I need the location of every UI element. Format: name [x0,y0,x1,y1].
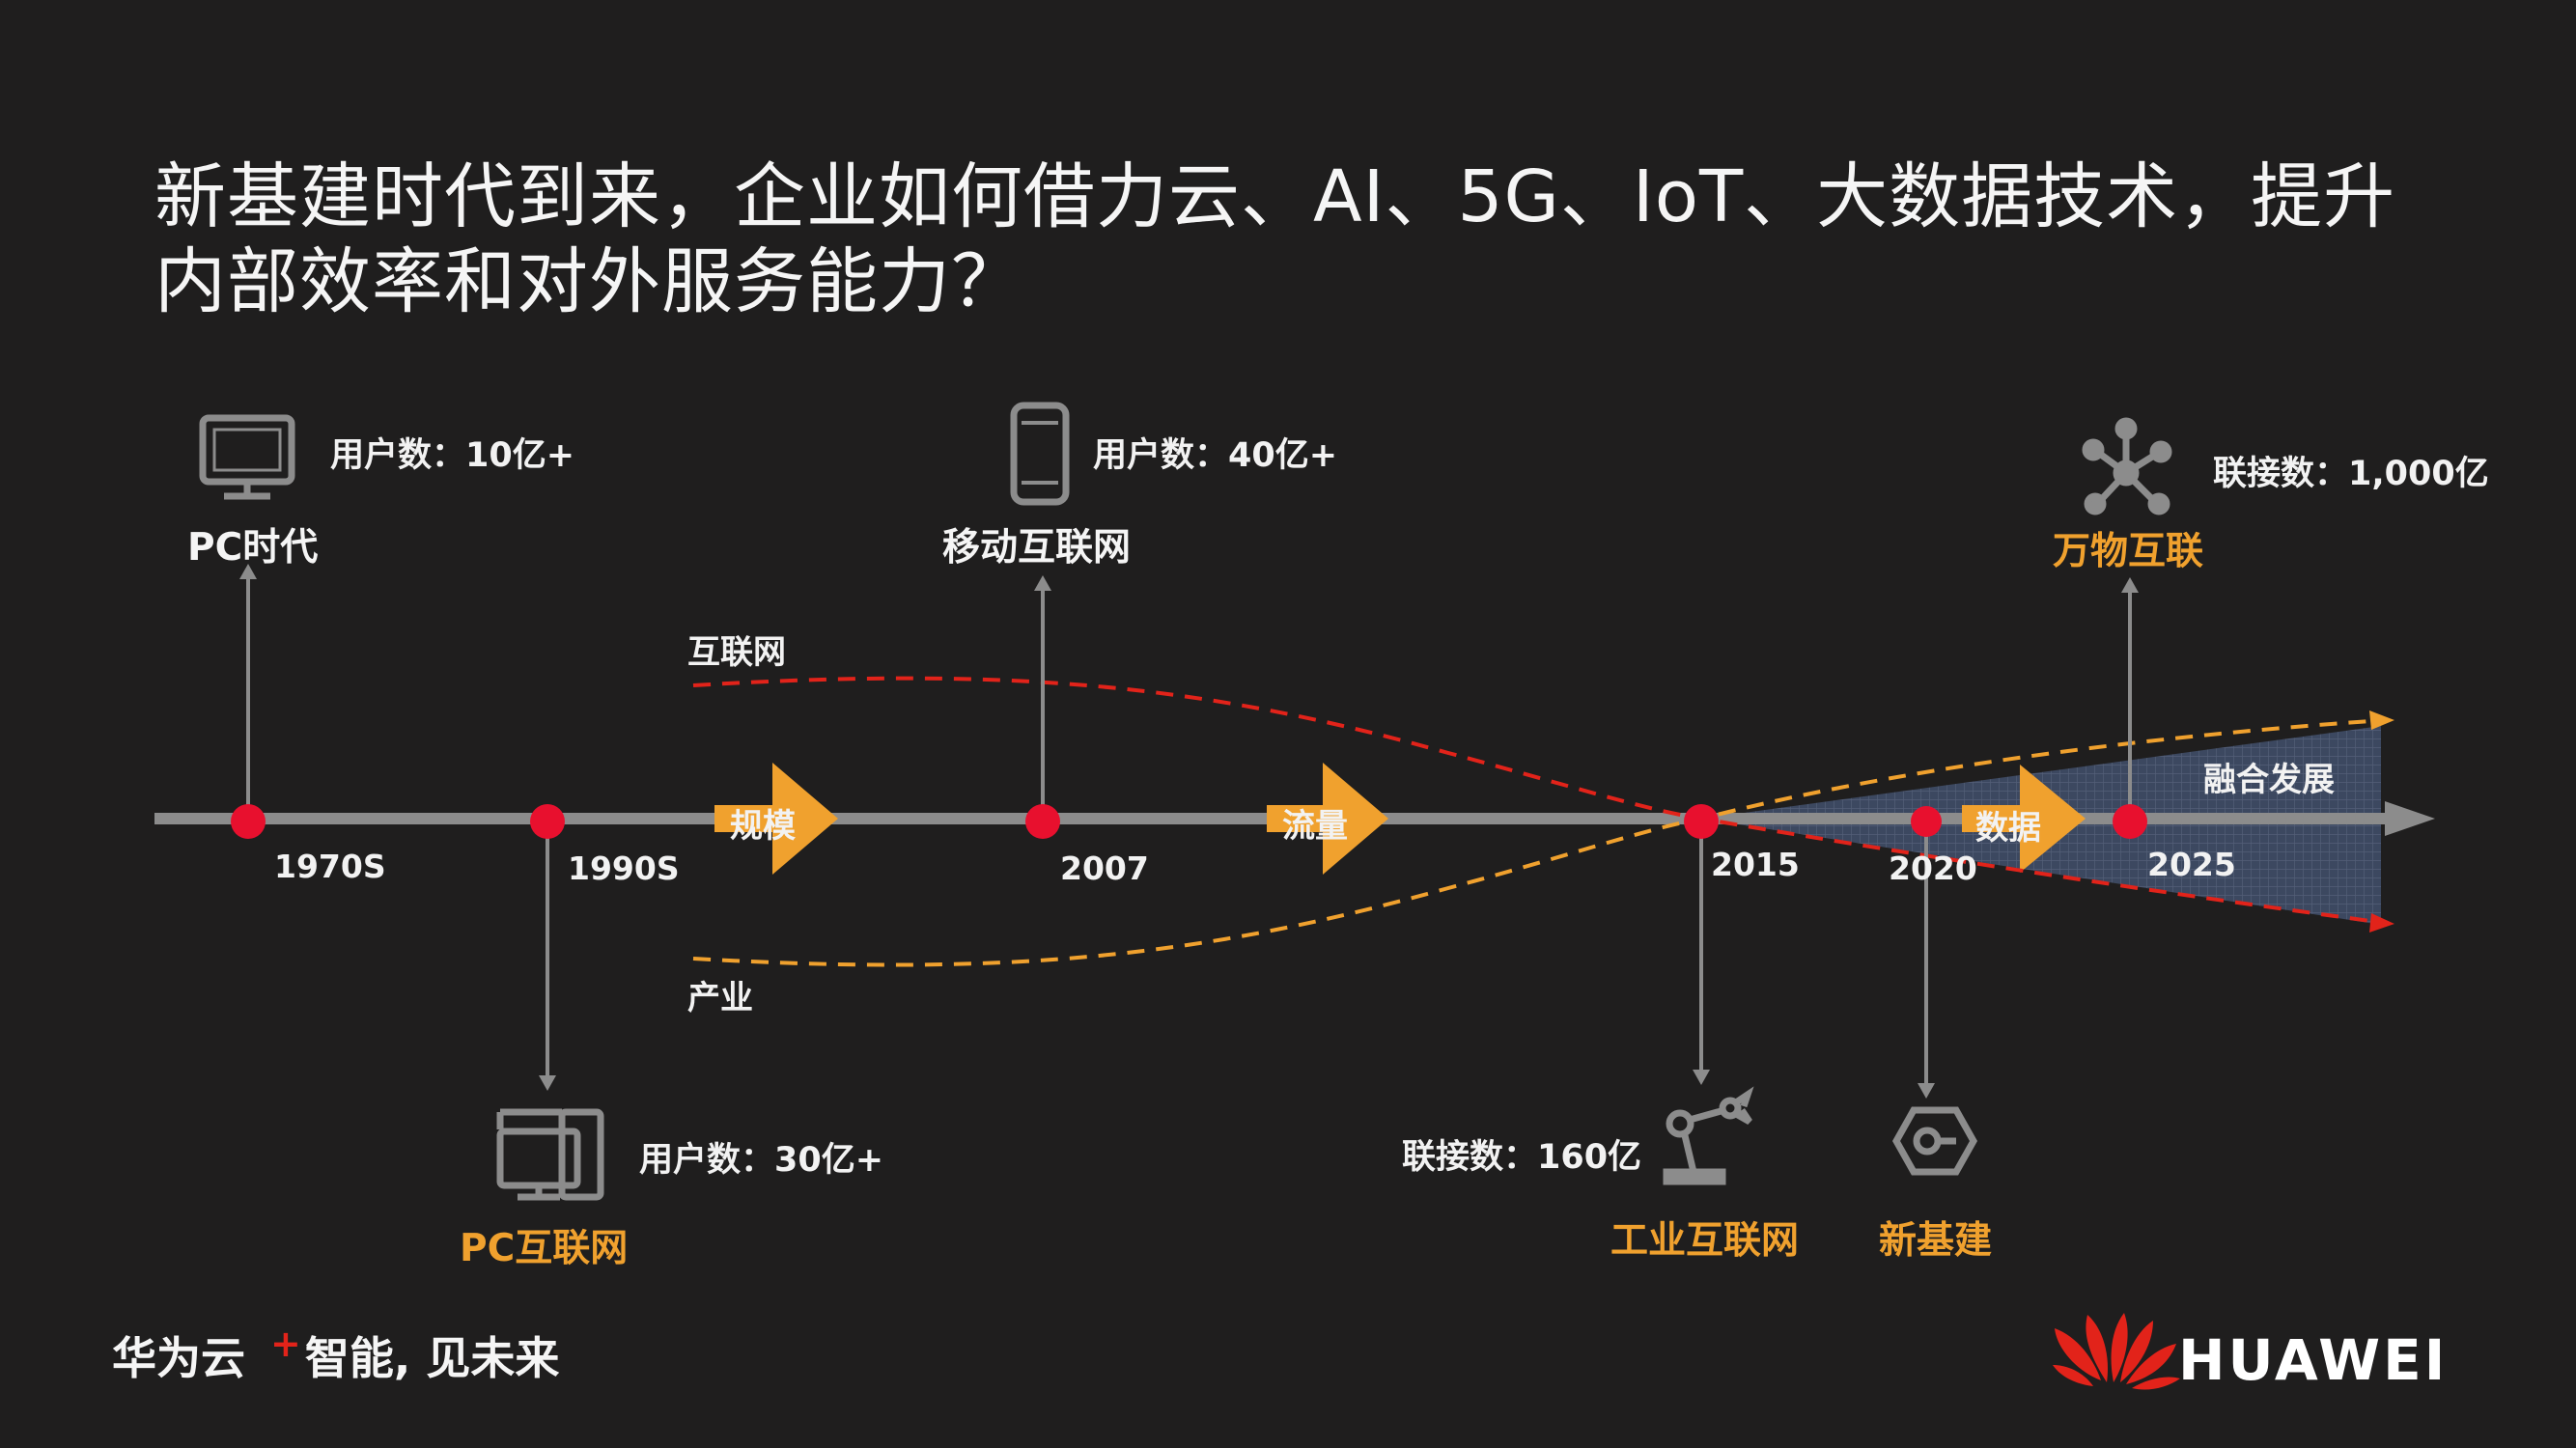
pc-internet-label: PC互联网 [460,1227,629,1270]
year-2020: 2020 [1889,849,1977,887]
industry-curve [692,718,2386,967]
traffic-arrow [1267,763,1388,875]
year-2007: 2007 [1060,849,1149,887]
footer-tagline: 智能, 见未来 [304,1332,560,1384]
industry-band-label: 产业 [687,979,753,1017]
data-arrow-label: 数据 [1975,809,2041,848]
iiot-label: 工业互联网 [1610,1219,1800,1263]
pc-era-label: PC时代 [187,526,319,570]
connector-2020-head [1918,1083,1935,1099]
footer-slogan: 华为云 +智能, 见未来 [112,1323,559,1387]
iot-era-label: 万物互联 [2053,530,2204,573]
marker-2025 [2113,804,2147,839]
scale-arrow [714,763,838,875]
timeline-arrowhead [2385,801,2435,836]
connector-2025-head [2121,577,2139,593]
mobile-era-stat: 用户数：40亿+ [1093,436,1338,475]
year-1970s: 1970S [274,848,386,885]
footer-brand: 华为云 [112,1332,245,1384]
marker-2020 [1911,806,1942,837]
connector-1970s-head [239,564,257,579]
mobile-era-label: 移动互联网 [942,526,1132,570]
iiot-stat: 联接数：160亿 [1402,1138,1642,1177]
industry-curve-arrowhead [2369,710,2394,730]
year-2025: 2025 [2147,846,2236,883]
internet-curve-arrowhead [2369,913,2394,933]
scale-arrow-label: 规模 [730,807,796,846]
huawei-logo-icon [2053,1313,2180,1390]
huawei-logo-text: HUAWEI [2178,1327,2449,1393]
pc-era-stat: 用户数：10亿+ [330,436,575,475]
smartphone-icon [1010,402,1070,506]
internet-band-label: 互联网 [687,633,786,672]
year-2015: 2015 [1711,846,1800,883]
connector-2015-head [1693,1070,1710,1085]
connector-2007-head [1034,575,1051,591]
marker-1990s [530,804,565,839]
pc-internet-stat: 用户数：30亿+ [639,1141,884,1180]
marker-2007 [1025,804,1060,839]
convergence-label: 融合发展 [2203,761,2335,799]
year-1990s: 1990S [568,849,680,887]
page-title: 新基建时代到来，企业如何借力云、AI、5G、IoT、大数据技术，提升内部效率和对… [154,155,2396,323]
iot-era-stat: 联接数：1,000亿 [2213,455,2489,493]
robot-arm-icon [1663,1086,1754,1185]
footer-plus: + [270,1323,301,1365]
network-hub-icon [2082,417,2172,515]
marker-1970s [231,804,266,839]
monitor-icon [199,414,295,500]
new-infrastructure-icon [1891,1106,1978,1176]
new-infra-label: 新基建 [1879,1219,1993,1263]
traffic-arrow-label: 流量 [1282,807,1348,846]
data-arrow [1962,765,2086,873]
marker-2015 [1684,804,1719,839]
desktop-computer-icon [496,1108,604,1201]
connector-1990s-head [539,1075,556,1091]
